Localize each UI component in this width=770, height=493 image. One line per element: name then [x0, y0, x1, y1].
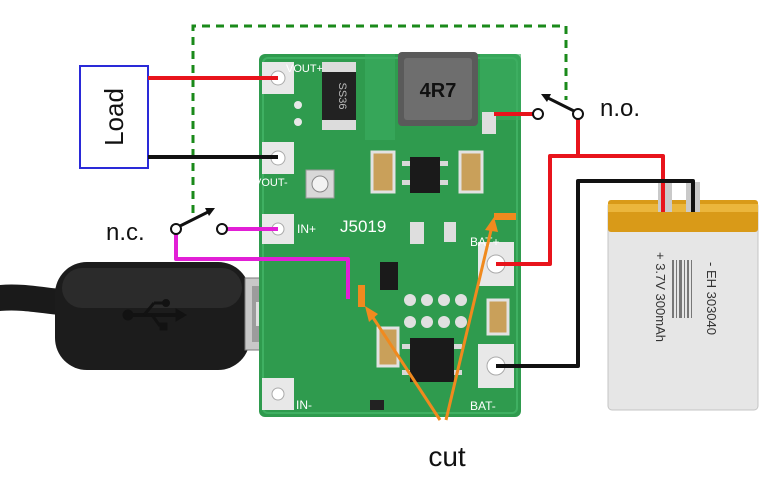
usb-icon	[122, 299, 187, 331]
pcb-label-bat-plus: BAT+	[470, 235, 499, 249]
battery-negative-wire	[496, 179, 695, 368]
cut-mark-upper	[494, 213, 516, 220]
label-normally-open: n.o.	[600, 95, 640, 122]
pad-in-minus	[262, 378, 294, 410]
label-normally-closed: n.c.	[106, 219, 145, 246]
pcb-label-model: J5019	[340, 217, 386, 236]
switch-normally-open	[532, 94, 584, 120]
load-label: Load	[99, 88, 129, 146]
diode-label: SS36	[336, 83, 348, 110]
chip-upper	[402, 157, 448, 193]
battery-barcode	[672, 260, 692, 318]
potentiometer	[305, 169, 335, 199]
battery-positive-wire	[576, 118, 665, 212]
pcb-board: SS36 4R7	[254, 52, 521, 417]
usb-positive-wire	[174, 229, 350, 299]
inductor-4r7: 4R7	[398, 52, 478, 126]
inductor-label: 4R7	[420, 80, 457, 102]
battery: - EH 303040 + 3.7V 300mAh	[607, 182, 759, 411]
switch-normally-closed	[170, 208, 228, 235]
pcb-label-bat-minus: BAT-	[470, 399, 496, 413]
cut-arrow-upper	[444, 225, 494, 421]
cut-mark-lower	[358, 285, 365, 307]
battery-label-rating: + 3.7V 300mAh	[653, 252, 668, 342]
load-box: Load	[79, 65, 149, 169]
label-cut: cut	[428, 441, 466, 472]
cut-marks	[358, 213, 516, 421]
pcb-label-in-plus: IN+	[297, 222, 316, 236]
pad-array	[404, 294, 467, 328]
pcb-label-out-plus: VOUT+	[286, 63, 323, 75]
diode-ss36: SS36	[322, 62, 356, 130]
pcb-label-in-minus: IN-	[296, 398, 312, 412]
battery-label-model: - EH 303040	[704, 262, 719, 335]
pcb-label-out-minus: VOUT-	[254, 177, 288, 189]
capacitors	[370, 112, 510, 410]
bat-plus-wire	[496, 154, 578, 266]
cut-arrow-lower	[370, 315, 442, 421]
wires	[148, 76, 695, 368]
